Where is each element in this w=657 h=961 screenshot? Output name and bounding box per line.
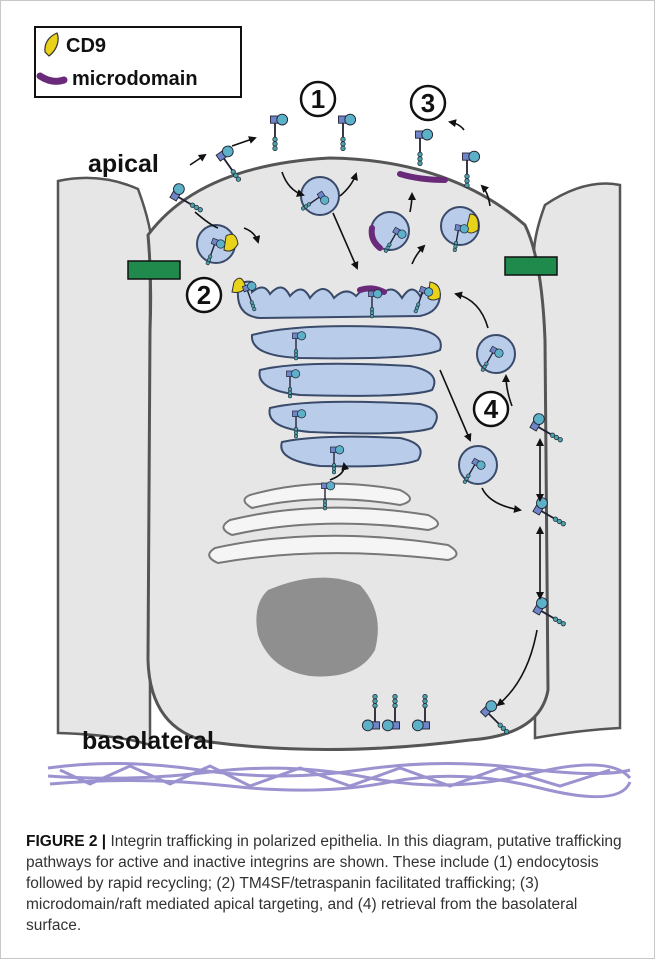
basolateral-label: basolateral bbox=[82, 727, 214, 755]
apical-label: apical bbox=[88, 150, 159, 178]
tight-junction-left bbox=[128, 261, 180, 279]
legend: CD9 microdomain bbox=[35, 27, 241, 97]
legend-microdomain-label: microdomain bbox=[72, 68, 198, 90]
tight-junction-right bbox=[505, 257, 557, 275]
pathway-4-label: 4 bbox=[484, 394, 499, 424]
legend-cd9-label: CD9 bbox=[66, 35, 106, 57]
basement-membrane bbox=[48, 763, 630, 796]
pathway-3-label: 3 bbox=[421, 88, 435, 118]
caption-label: FIGURE 2 | bbox=[26, 833, 106, 850]
pathway-1-label: 1 bbox=[311, 84, 325, 114]
figure-caption: FIGURE 2 | Integrin trafficking in polar… bbox=[26, 831, 632, 936]
pathway-2-label: 2 bbox=[197, 280, 211, 310]
caption-text: Integrin trafficking in polarized epithe… bbox=[26, 833, 622, 934]
